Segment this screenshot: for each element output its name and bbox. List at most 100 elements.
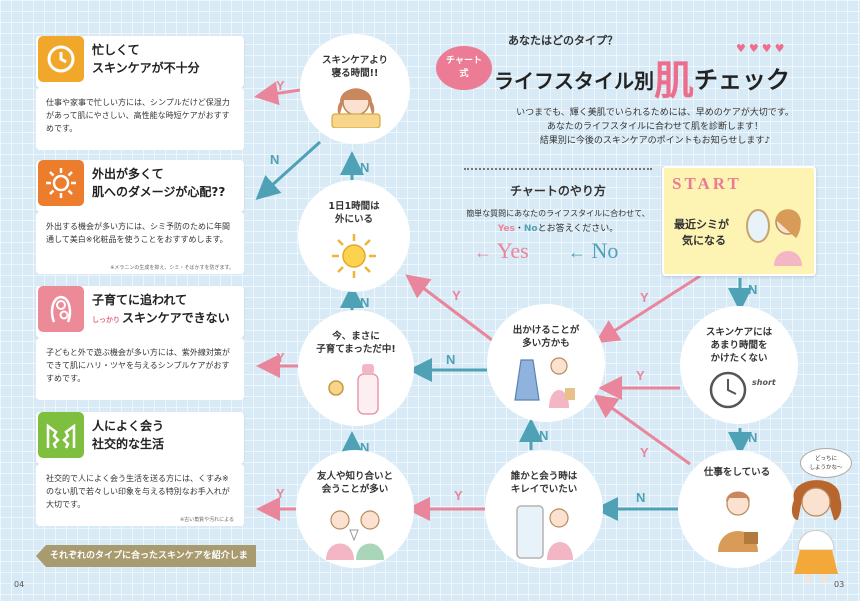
label-n: N <box>360 295 370 310</box>
title-kanji: 肌 <box>654 58 694 104</box>
page-title: ライフスタイル別肌チェック <box>494 48 790 106</box>
office-woman-icon <box>708 486 768 556</box>
sleeping-woman-icon <box>328 84 384 132</box>
footer-banner-text: それぞれのタイプに合ったスキンケアを紹介します! <box>50 551 248 583</box>
label-n: N <box>636 490 646 505</box>
intro-text: いつまでも、輝く美肌でいられるためには、早めのケアが大切です。 あなたのライフス… <box>480 106 830 148</box>
arrow-work-yes <box>593 394 691 466</box>
clock-icon <box>708 370 748 414</box>
title-badge: チャート 式 <box>436 46 492 90</box>
type-card-parenting: 子育てに追われて しっかりスキンケアできない 子どもと外で遊ぶ機会が多い方には、… <box>14 286 246 400</box>
how-to-title: チャートのやり方 <box>510 184 606 198</box>
node-text: 今、まさに 子育てまっただ中! <box>316 331 396 355</box>
baby-bottle-icon <box>326 358 386 422</box>
type-title-small: しっかり <box>92 316 120 324</box>
thought-bubble: どっちに しようかな～ <box>800 448 852 478</box>
type-title-line1: 外出が多くて <box>92 167 164 181</box>
node-social: 友人や知り合いと 会うことが多い <box>296 450 414 568</box>
legend-yes-label: Yes <box>496 238 529 263</box>
dress-shopping-icon <box>513 354 579 414</box>
how-to-line2: Yes・Noとお答えください。 <box>464 221 652 234</box>
label-n: N <box>748 430 758 445</box>
friends-toast-icon <box>320 504 390 564</box>
node-text: 誰かと会う時は キレイでいたい <box>510 471 578 495</box>
node-text: 友人や知り合いと 会うことが多い <box>316 471 393 495</box>
title-main: ライフスタイル別 <box>494 69 654 93</box>
type-description: 子どもと外で遊ぶ機会が多い方には、紫外線対策ができて肌にハリ・ツヤを与えるシンプ… <box>36 338 244 400</box>
arrow-start-yes <box>594 274 701 344</box>
type-title-line1: 忙しくて <box>92 43 140 57</box>
arrow-outing-yes <box>405 274 493 342</box>
woman-mirror-icon <box>744 198 812 272</box>
legend-arrow-no-icon: ← <box>568 242 586 262</box>
label-y: Y <box>276 78 285 93</box>
type-card-social: 人によく会う 社交的な生活 社交的で人によく会う生活を送る方には、くすみ※のない… <box>14 412 246 526</box>
type-description: 仕事や家事で忙しい方には、シンプルだけど保湿力があって肌にやさしい、高性能な時短… <box>36 88 244 150</box>
label-y: Y <box>452 288 461 303</box>
how-to-tail: とお答えください。 <box>537 224 619 234</box>
label-y: Y <box>636 368 645 383</box>
node-text: スキンケアには あまり時間を かけたくない <box>705 327 773 364</box>
title-tail: チェック <box>694 66 790 94</box>
clock-icon <box>38 36 84 82</box>
label-y: Y <box>454 488 463 503</box>
badge-line2: 式 <box>459 69 469 79</box>
label-y: Y <box>276 486 285 501</box>
node-text: 仕事をしている <box>703 467 771 478</box>
intro-line: 結果別に今後のスキンケアのポイントもお知らせします♪ <box>539 136 771 146</box>
type-title-line2: 肌へのダメージが心配?? <box>92 185 226 199</box>
type-note: ※古い角質や汚れによる <box>179 517 234 523</box>
how-to-box: チャートのやり方 簡単な質問にあなたのライフスタイルに合わせて、 Yes・Noと… <box>464 168 652 268</box>
label-y: Y <box>640 290 649 305</box>
type-description: 社交的で人によく会う生活を送る方には、くすみ※のない肌で若々しい印象を与える特別… <box>36 464 244 526</box>
sun-icon <box>330 232 378 284</box>
legend-no-label: No <box>591 238 619 263</box>
type-title-line2-text: スキンケアできない <box>122 311 230 325</box>
type-title-line2: しっかりスキンケアできない <box>92 310 230 329</box>
label-n: N <box>270 152 280 167</box>
node-look-pretty: 誰かと会う時は キレイでいたい <box>485 450 603 568</box>
node-text: 出かけることが 多い方かも <box>512 325 580 349</box>
label-n: N <box>446 352 456 367</box>
node-text: 1日1時間は 外にいる <box>328 201 380 225</box>
footer-banner: それぞれのタイプに合ったスキンケアを紹介します! <box>36 545 256 567</box>
page-number-left: 04 <box>14 580 25 589</box>
node-sleep-time: スキンケアより 寝る時間!! <box>300 34 410 144</box>
start-question-line2: 気になる <box>682 234 726 247</box>
arrow-sleep-yes <box>254 81 301 106</box>
type-title-line2: スキンケアが不十分 <box>92 61 200 75</box>
type-description-text: 社交的で人によく会う生活を送る方には、くすみ※のない肌で若々しい印象を与える特別… <box>46 474 230 509</box>
label-n: N <box>360 440 370 455</box>
how-to-top-rule <box>464 168 652 170</box>
faces-icon <box>38 412 84 458</box>
type-title-line1: 子育てに追われて <box>92 293 188 307</box>
node-short-time: スキンケアには あまり時間を かけたくない short <box>680 306 798 424</box>
yes-text: Yes <box>497 224 515 234</box>
intro-line: あなたのライフスタイルに合わせて肌を診断します！ <box>546 122 763 132</box>
legend-arrow-yes-icon: ← <box>474 242 492 262</box>
label-n: N <box>748 282 758 297</box>
intro-line: いつまでも、輝く美肌でいられるためには、早めのケアが大切です。 <box>516 108 794 118</box>
heart-icon: ♥♥♥♥ <box>736 42 788 55</box>
type-description: 外出する機会が多い方には、シミ予防のために年間通して美白※化粧品を使うことをおす… <box>36 212 244 274</box>
type-card-outdoor: 外出が多くて 肌へのダメージが心配?? 外出する機会が多い方には、シミ予防のため… <box>14 160 246 274</box>
header-question: あなたはどのタイプ？ <box>508 34 618 47</box>
mother-child-icon <box>38 286 84 332</box>
type-title-line1: 人によく会う <box>92 419 165 433</box>
type-card-busy: 忙しくて スキンケアが不十分 仕事や家事で忙しい方には、シンプルだけど保湿力があ… <box>14 36 246 150</box>
short-label: short <box>752 378 776 387</box>
start-label: START <box>672 174 742 193</box>
sun-icon <box>38 160 84 206</box>
type-title-line2: 社交的な生活 <box>92 437 165 451</box>
start-box: START 最近シミが 気になる <box>662 166 816 276</box>
legend-no: ← No <box>568 238 618 264</box>
type-note: ※メラニンの生成を抑え、シミ・そばかすを防ぎます。 <box>110 265 234 271</box>
legend-yes: ← Yes <box>474 238 529 264</box>
page-number-right: 03 <box>834 580 845 589</box>
start-question-line1: 最近シミが <box>674 218 729 231</box>
mirror-woman-icon <box>513 502 577 564</box>
node-outdoor-time: 1日1時間は 外にいる <box>298 180 410 292</box>
arrow-sleep-no <box>255 140 322 201</box>
